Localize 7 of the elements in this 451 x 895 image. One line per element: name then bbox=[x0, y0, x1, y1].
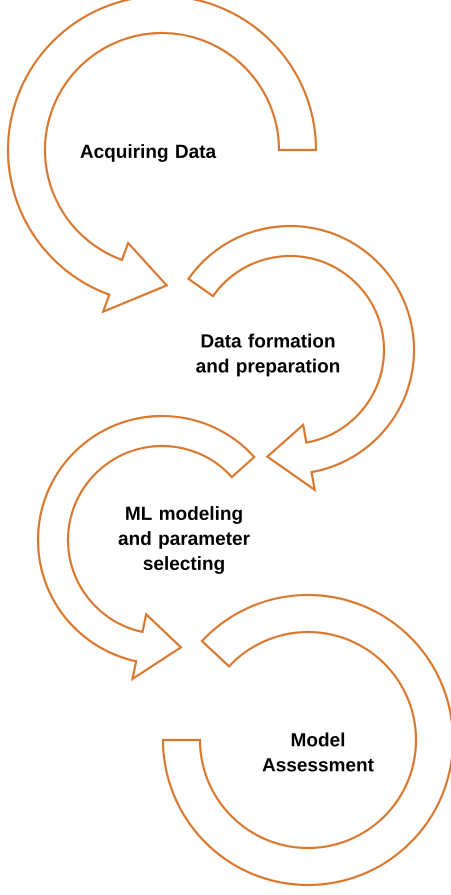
step-label: ML modeling and parameter selecting bbox=[118, 506, 250, 574]
circular-arrow bbox=[187, 225, 415, 491]
circular-arrow bbox=[37, 415, 256, 680]
step-label: Model Assessment bbox=[262, 732, 374, 772]
step-label: Data formation and preparation bbox=[196, 334, 340, 376]
step-label: Acquiring Data bbox=[80, 144, 216, 162]
circular-arrow bbox=[6, 0, 318, 313]
